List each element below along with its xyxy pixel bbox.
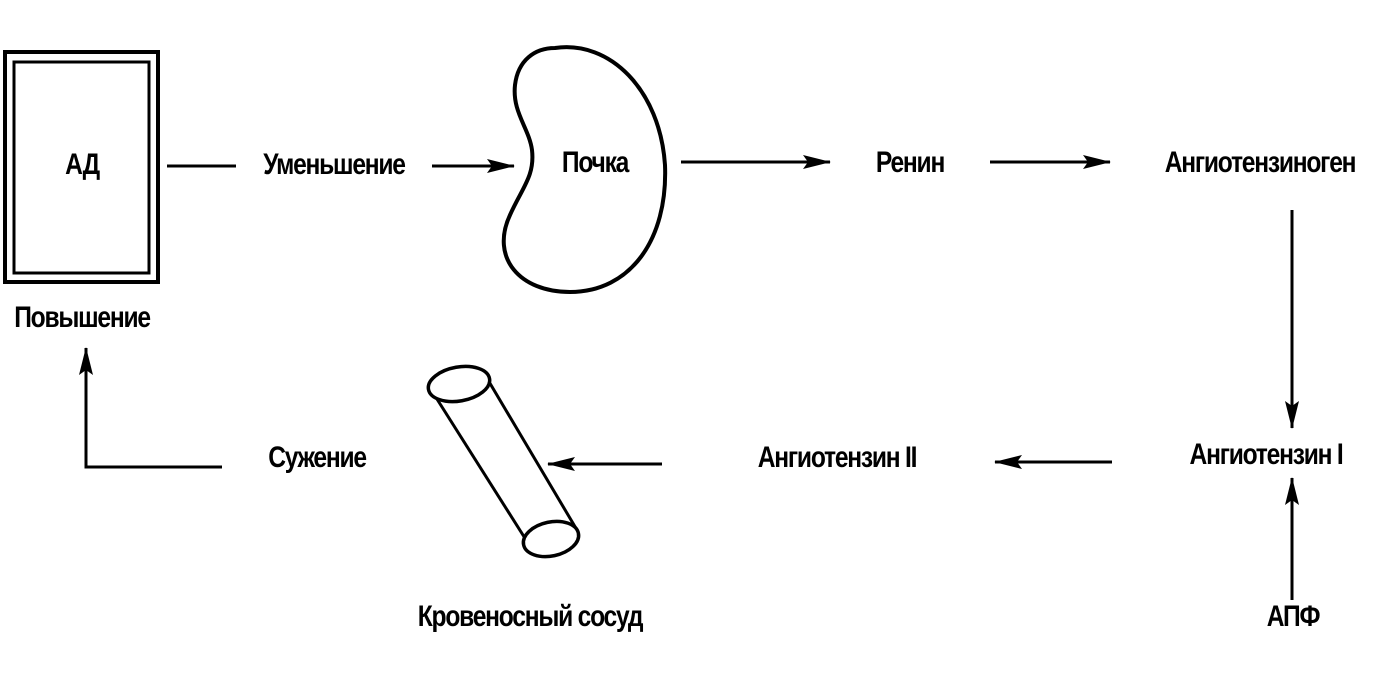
- angiotensin-1-label: Ангиотензин I: [1189, 438, 1344, 471]
- kidney-label: Почка: [561, 146, 629, 179]
- constriction-label: Сужение: [268, 441, 367, 474]
- ace-label: АПФ: [1266, 600, 1321, 633]
- angiotensin-2-label: Ангиотензин II: [757, 441, 918, 474]
- bp-label: АД: [65, 148, 100, 181]
- angiotensinogen-label: Ангиотензиноген: [1164, 146, 1357, 179]
- bp-box: [3, 50, 160, 284]
- renin-label: Ренин: [875, 146, 945, 179]
- constriction-to-increase-arrow: [79, 347, 222, 469]
- blood-vessel-shape: [426, 364, 581, 559]
- kidney-shape: [501, 45, 668, 295]
- bp-increase-label: Повышение: [14, 301, 151, 334]
- decrease-label: Уменьшение: [263, 148, 406, 181]
- blood-vessel-label: Кровеносный сосуд: [417, 600, 644, 633]
